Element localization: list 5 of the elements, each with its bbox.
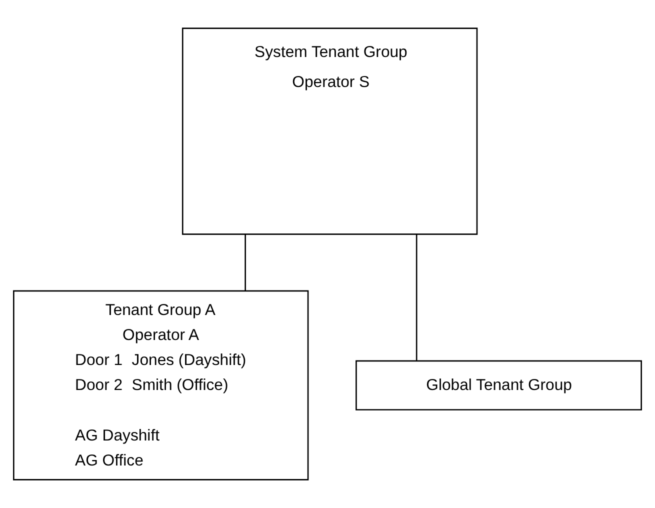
node-box: System Tenant Group Operator S bbox=[182, 28, 478, 235]
node-box: Tenant Group A Operator A Door 1 Jones (Dayshift) Door 2 Smith (Office) AG Dayshift AG Office bbox=[13, 290, 309, 480]
node-box: Global Tenant Group bbox=[356, 360, 642, 410]
connector bbox=[416, 234, 418, 360]
connector bbox=[244, 234, 246, 291]
